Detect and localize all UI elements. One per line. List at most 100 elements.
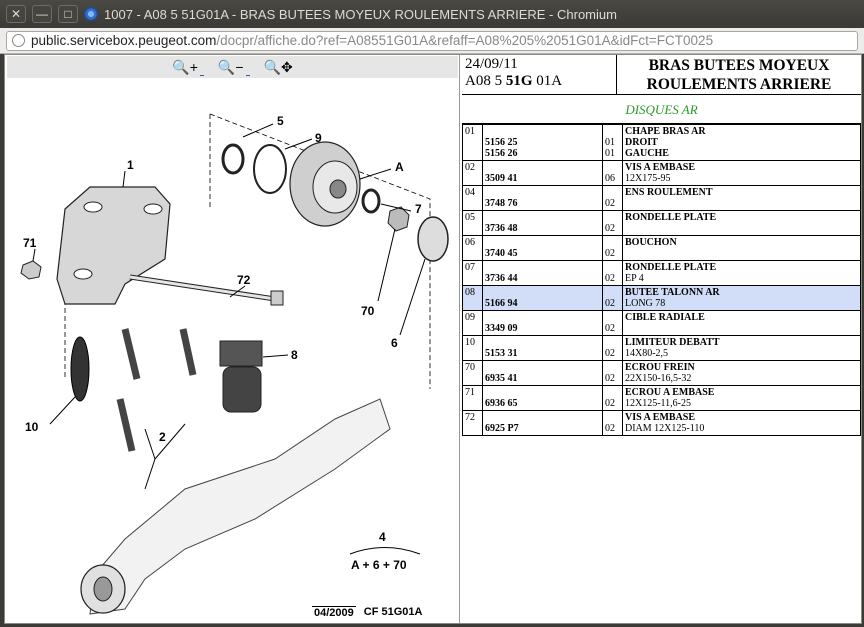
part-reference-cell: 5166 94: [482, 285, 603, 311]
header-date: 24/09/11: [465, 56, 518, 72]
part-ref[interactable]: 6935 41: [485, 373, 518, 384]
close-button[interactable]: ✕: [6, 5, 26, 23]
part-quantity-cell: 02: [602, 260, 623, 286]
part-label: VIS A EMBASE: [625, 412, 696, 423]
part-ref[interactable]: 3736 44: [485, 273, 518, 284]
part-quantity-cell: 02: [602, 210, 623, 236]
exploded-parts-diagram[interactable]: 1 5 9 A 7 71 72 70 6 8 10 2 4 A + 6 + 70: [5, 79, 460, 623]
part-qty: 02: [605, 373, 615, 384]
part-number: 09: [462, 310, 483, 336]
part-detail: DROIT: [625, 137, 658, 148]
url-field[interactable]: public.servicebox.peugeot.com/docpr/affi…: [6, 30, 858, 51]
part-ref[interactable]: 5156 26: [485, 148, 518, 159]
minimize-button[interactable]: —: [32, 5, 52, 23]
part-number: 07: [462, 260, 483, 286]
globe-icon: [12, 34, 25, 47]
part-quantity-cell: 06: [602, 160, 623, 186]
part-ref[interactable]: 3740 45: [485, 248, 518, 259]
part-quantity-cell: 02: [602, 410, 623, 436]
callout-9: 9: [315, 131, 322, 145]
parts-pane: 24/09/11 A08 5 51G 01A BRAS BUTEES MOYEU…: [461, 55, 861, 623]
part-ref[interactable]: 5166 94: [485, 298, 518, 309]
part-qty: 02: [605, 198, 615, 209]
part-ref[interactable]: 3349 09: [485, 323, 518, 334]
part-label: BUTEE TALONN AR: [625, 287, 720, 298]
part-ref[interactable]: 3748 76: [485, 198, 518, 209]
part-label: ECROU A EMBASE: [625, 387, 715, 398]
window-title-area: 1007 - A08 5 51G01A - BRAS BUTEES MOYEUX…: [84, 7, 617, 22]
callout-A: A: [395, 160, 404, 174]
part-ref[interactable]: 3736 48: [485, 223, 518, 234]
part-reference-cell: 5153 31: [482, 335, 603, 361]
callout-1: 1: [127, 158, 134, 172]
part-reference-cell: 3736 48: [482, 210, 603, 236]
group-title: DISQUES AR: [462, 95, 861, 124]
part-ref[interactable]: 6925 P7: [485, 423, 519, 434]
part-qty: 02: [605, 398, 615, 409]
callout-4: 4: [379, 530, 386, 544]
part-number: 72: [462, 410, 483, 436]
part-ref[interactable]: 3509 41: [485, 173, 518, 184]
window-title: 1007 - A08 5 51G01A - BRAS BUTEES MOYEUX…: [104, 6, 617, 22]
part-ref[interactable]: 5153 31: [485, 348, 518, 359]
part-detail: EP 4: [625, 273, 644, 284]
stamp-code: CF 51G01A: [363, 606, 423, 618]
part-qty: 02: [605, 423, 615, 434]
part-reference-cell: 6925 P7: [482, 410, 603, 436]
callout-8: 8: [291, 348, 298, 362]
part-ref[interactable]: 5156 25: [485, 137, 518, 148]
zoom-pan-icon[interactable]: 🔍✥: [263, 58, 293, 75]
callout-7: 7: [415, 202, 422, 216]
part-ref[interactable]: 6936 65: [485, 398, 518, 409]
part-detail: 14X80-2,5: [625, 348, 669, 359]
parts-header: 24/09/11 A08 5 51G 01A BRAS BUTEES MOYEU…: [462, 55, 861, 95]
callout-5: 5: [277, 114, 284, 128]
part-number: 06: [462, 235, 483, 261]
part-label: LIMITEUR DEBATT: [625, 337, 720, 348]
header-title: BRAS BUTEES MOYEUX ROULEMENTS ARRIERE: [646, 57, 832, 93]
part-qty: 02: [605, 298, 615, 309]
part-number: 04: [462, 185, 483, 211]
callout-A-6-70: A + 6 + 70: [351, 558, 407, 572]
part-label: CIBLE RADIALE: [625, 312, 705, 323]
part-detail: 12X175-95: [625, 173, 671, 184]
zoom-out-icon[interactable]: 🔍−: [218, 59, 250, 76]
header-ref: A08 5 51G 01A: [465, 73, 563, 89]
part-label: GAUCHE: [625, 148, 669, 159]
window-titlebar: ✕ — □ 1007 - A08 5 51G01A - BRAS BUTEES …: [0, 0, 864, 28]
part-number: 01: [462, 124, 483, 161]
address-bar: public.servicebox.peugeot.com/docpr/affi…: [0, 28, 864, 54]
part-label: ECROU FREIN: [625, 362, 695, 373]
part-reference-cell: 6935 41: [482, 360, 603, 386]
part-qty: 01: [605, 137, 615, 148]
callout-2: 2: [159, 430, 166, 444]
part-reference-cell: 3349 09: [482, 310, 603, 336]
part-label: BOUCHON: [625, 237, 677, 248]
part-reference-cell: 3740 45: [482, 235, 603, 261]
maximize-button[interactable]: □: [58, 5, 78, 23]
stamp-date: 04/2009: [312, 606, 356, 619]
part-qty: 01: [605, 148, 615, 159]
part-label-cell: RONDELLE PLATE: [622, 210, 861, 236]
part-reference-cell: 3509 41: [482, 160, 603, 186]
zoom-in-icon[interactable]: 🔍+: [172, 59, 204, 76]
